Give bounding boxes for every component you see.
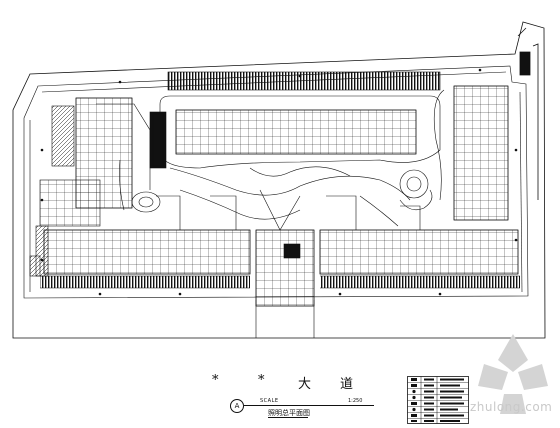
drawing-title: 照明总平面图 xyxy=(268,409,310,417)
scale-block: A SCALE 1:250 照明总平面图 xyxy=(230,398,375,422)
title-underline xyxy=(268,417,308,418)
road-name: * * 大 道 xyxy=(0,373,560,392)
road-star-1: * xyxy=(212,373,219,388)
top-parking-row xyxy=(167,71,441,91)
watermark-logo xyxy=(478,334,548,414)
scale-line xyxy=(244,405,374,406)
road-char-1: 大 xyxy=(298,377,312,392)
scale-marker: A xyxy=(230,399,244,413)
south-building-row xyxy=(29,195,519,277)
main-entrance-plaza xyxy=(255,229,315,338)
scale-label: SCALE xyxy=(260,398,279,404)
south-parking-strip xyxy=(40,275,520,289)
left-building-cluster xyxy=(39,97,151,227)
scale-ratio: 1:250 xyxy=(348,398,363,404)
legend-table xyxy=(407,376,469,424)
right-building-cluster xyxy=(399,85,509,221)
central-building-block xyxy=(149,95,441,169)
road-char-2: 道 xyxy=(340,377,354,392)
watermark-text: zhulong.com xyxy=(470,400,553,414)
site-boundary xyxy=(12,21,546,339)
lighting-fixtures xyxy=(40,68,518,296)
courtyard-landscape xyxy=(119,159,411,231)
road-star-2: * xyxy=(258,373,265,388)
